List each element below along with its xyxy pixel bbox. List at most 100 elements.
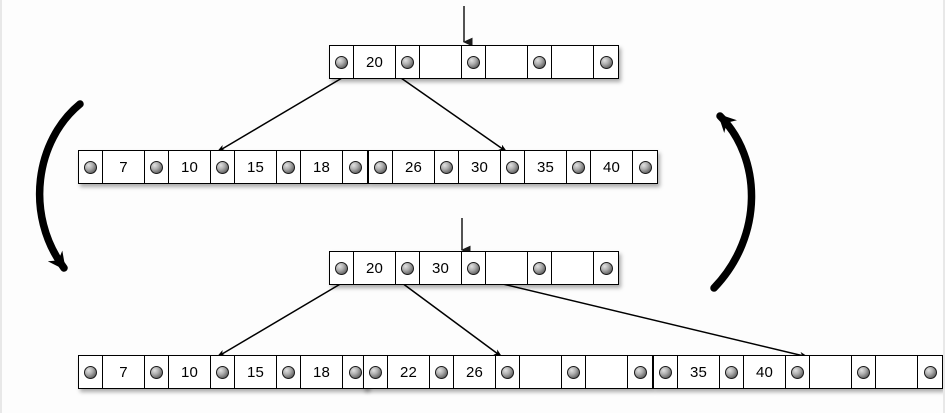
pointer-cell[interactable]: [145, 356, 169, 388]
pointer-dot-icon: [435, 365, 448, 379]
pointer-cell[interactable]: [528, 46, 552, 78]
key-cell[interactable]: 40: [591, 151, 633, 183]
pointer-cell[interactable]: [633, 151, 657, 183]
pointer-cell[interactable]: [79, 356, 103, 388]
key-cell[interactable]: 20: [354, 252, 396, 284]
pointer-cell[interactable]: [211, 356, 235, 388]
pointer-cell[interactable]: [145, 151, 169, 183]
pointer-dot-icon: [150, 365, 163, 379]
pointer-cell[interactable]: [343, 151, 367, 183]
key-cell[interactable]: 26: [454, 356, 496, 388]
key-cell[interactable]: 7: [103, 151, 145, 183]
leaf-node-after-right[interactable]: 35 40: [653, 355, 943, 389]
key-cell[interactable]: 10: [169, 356, 211, 388]
key-cell[interactable]: [586, 356, 628, 388]
key-cell[interactable]: 15: [235, 356, 277, 388]
key-cell[interactable]: [552, 46, 594, 78]
key-cell[interactable]: [876, 356, 918, 388]
key-cell[interactable]: 10: [169, 151, 211, 183]
leaf-node-before-left[interactable]: 7 10 15 18: [78, 150, 368, 184]
pointer-cell[interactable]: [918, 356, 942, 388]
key-cell[interactable]: [486, 252, 528, 284]
key-cell[interactable]: 35: [525, 151, 567, 183]
pointer-cell[interactable]: [496, 356, 520, 388]
key-cell[interactable]: 7: [103, 356, 145, 388]
pointer-cell[interactable]: [720, 356, 744, 388]
key-cell[interactable]: 30: [459, 151, 501, 183]
key-cell[interactable]: 15: [235, 151, 277, 183]
pointer-dot-icon: [282, 365, 295, 379]
pointer-dot-icon: [857, 365, 870, 379]
pointer-dot-icon: [599, 55, 613, 69]
pointer-dot-icon: [348, 160, 362, 174]
edge-root-after-to-left-leaf: [216, 282, 343, 358]
leaf-node-after-left[interactable]: 7 10 15 18: [78, 355, 368, 389]
pointer-cell[interactable]: [594, 252, 618, 284]
pointer-cell[interactable]: [501, 151, 525, 183]
pointer-dot-icon: [572, 160, 585, 174]
pointer-dot-icon: [791, 365, 804, 379]
key-cell[interactable]: 30: [420, 252, 462, 284]
pointer-cell[interactable]: [435, 151, 459, 183]
pointer-dot-icon: [567, 365, 580, 379]
key-cell[interactable]: 26: [393, 151, 435, 183]
pointer-cell[interactable]: [462, 46, 486, 78]
pointer-dot-icon: [725, 365, 738, 379]
leaf-node-before-right[interactable]: 26 30 35 40: [368, 150, 658, 184]
key-cell[interactable]: 22: [388, 356, 430, 388]
pointer-dot-icon: [533, 261, 546, 275]
key-cell[interactable]: [810, 356, 852, 388]
pointer-cell[interactable]: [211, 151, 235, 183]
pointer-cell[interactable]: [277, 356, 301, 388]
pointer-cell[interactable]: [430, 356, 454, 388]
pointer-cell[interactable]: [396, 252, 420, 284]
pointer-dot-icon: [638, 160, 652, 174]
key-cell[interactable]: 18: [301, 151, 343, 183]
root-node-before[interactable]: 20: [329, 45, 619, 79]
pointer-dot-icon: [335, 261, 348, 275]
pointer-dot-icon: [633, 365, 647, 379]
pointer-cell[interactable]: [79, 151, 103, 183]
leaf-node-after-middle[interactable]: 22 26: [363, 355, 653, 389]
pointer-cell[interactable]: [786, 356, 810, 388]
pointer-cell[interactable]: [330, 252, 354, 284]
pointer-dot-icon: [401, 55, 414, 69]
key-cell[interactable]: [552, 252, 594, 284]
pointer-cell[interactable]: [330, 46, 354, 78]
pointer-dot-icon: [533, 55, 546, 69]
edge-root-after-to-middle-leaf: [401, 282, 503, 358]
edge-root-before-to-left-leaf: [216, 77, 343, 153]
edge-root-before-to-right-leaf: [400, 77, 508, 153]
key-cell[interactable]: 35: [678, 356, 720, 388]
pointer-dot-icon: [369, 365, 382, 379]
pointer-cell[interactable]: [364, 356, 388, 388]
key-cell[interactable]: [520, 356, 562, 388]
pointer-cell[interactable]: [628, 356, 652, 388]
pointer-cell[interactable]: [277, 151, 301, 183]
key-cell[interactable]: 40: [744, 356, 786, 388]
pointer-cell[interactable]: [567, 151, 591, 183]
pointer-dot-icon: [599, 261, 613, 275]
pointer-cell[interactable]: [654, 356, 678, 388]
key-cell[interactable]: 18: [301, 356, 343, 388]
pointer-dot-icon: [506, 160, 519, 174]
pointer-cell[interactable]: [369, 151, 393, 183]
pointer-dot-icon: [84, 160, 97, 174]
pointer-cell[interactable]: [528, 252, 552, 284]
pointer-dot-icon: [401, 261, 414, 275]
pointer-dot-icon: [150, 160, 163, 174]
pointer-dot-icon: [440, 160, 453, 174]
transition-arrow-left-icon: [35, 100, 84, 272]
pointer-cell[interactable]: [594, 46, 618, 78]
edge-root-after-to-right-leaf: [464, 274, 809, 359]
key-cell[interactable]: 20: [354, 46, 396, 78]
pointer-cell[interactable]: [462, 252, 486, 284]
pointer-dot-icon: [374, 160, 387, 174]
pointer-cell[interactable]: [852, 356, 876, 388]
pointer-cell[interactable]: [396, 46, 420, 78]
pointer-cell[interactable]: [562, 356, 586, 388]
key-cell[interactable]: [420, 46, 462, 78]
root-node-after[interactable]: 20 30: [329, 251, 619, 285]
key-cell[interactable]: [486, 46, 528, 78]
